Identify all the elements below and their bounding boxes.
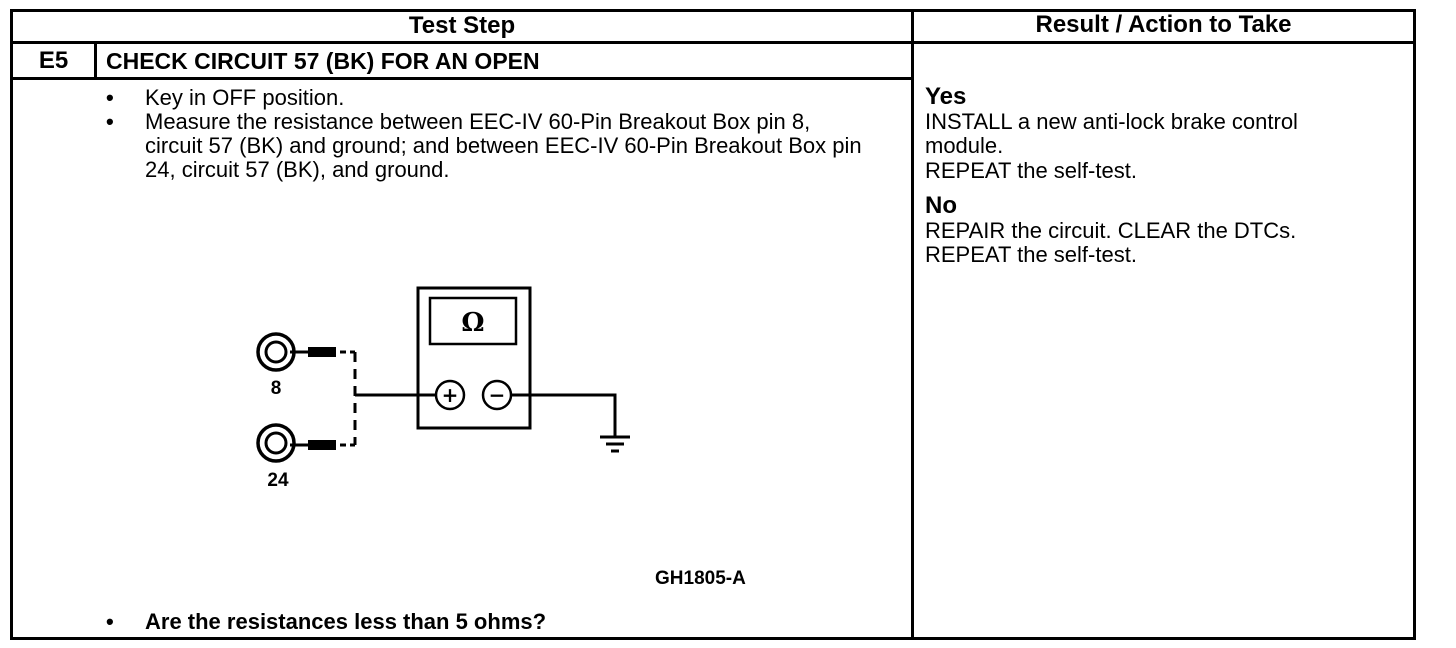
ohm-symbol: Ω	[461, 308, 484, 338]
pin-8-label: 8	[271, 378, 282, 399]
pin-8-probe-body	[308, 347, 336, 357]
bullet-marker: •	[106, 109, 114, 134]
table-right-border	[1413, 9, 1416, 640]
test-step-header: Test Step	[408, 12, 516, 39]
bullet-marker: •	[106, 85, 114, 110]
result-action-header: Result / Action to Take	[1035, 11, 1292, 38]
figure-id: GH1805-A	[655, 568, 746, 589]
step-title: CHECK CIRCUIT 57 (BK) FOR AN OPEN	[106, 48, 540, 74]
table-left-border	[10, 9, 13, 640]
pin-8-jack-inner	[264, 340, 288, 364]
bullet-key-off: Key in OFF position.	[145, 85, 345, 110]
bullet-measure-resistance: Measure the resistance between EEC-IV 60…	[145, 109, 862, 182]
ohmmeter-diagram: Ω + − 8 24	[256, 286, 630, 491]
column-divider	[911, 9, 914, 640]
yes-action-line: module.	[925, 133, 1004, 158]
minus-symbol: −	[489, 383, 506, 407]
no-action-line: REPAIR the circuit. CLEAR the DTCs.	[925, 218, 1297, 243]
yes-action-line: INSTALL a new anti-lock brake control	[925, 109, 1298, 134]
ohmmeter-display	[428, 296, 518, 346]
no-action-line: REPEAT the self-test.	[925, 242, 1137, 267]
pin-24-jack-inner	[264, 431, 288, 455]
question-text: Are the resistances less than 5 ohms?	[145, 609, 547, 634]
pin-24-label: 24	[267, 470, 289, 491]
step-title-bottom-border	[10, 77, 913, 80]
negative-lead	[511, 393, 617, 437]
plus-symbol: +	[442, 383, 459, 407]
yes-action-line: REPEAT the self-test.	[925, 158, 1137, 183]
step-id-divider	[94, 42, 97, 79]
header-bottom-border	[10, 41, 1416, 44]
table-bottom-border	[10, 637, 1416, 640]
table-top-border	[10, 9, 1416, 12]
yes-label: Yes	[925, 83, 967, 110]
no-label: No	[925, 192, 957, 219]
pin-24-probe-body	[308, 440, 336, 450]
bullet-marker: •	[106, 609, 114, 634]
step-id: E5	[38, 47, 69, 74]
